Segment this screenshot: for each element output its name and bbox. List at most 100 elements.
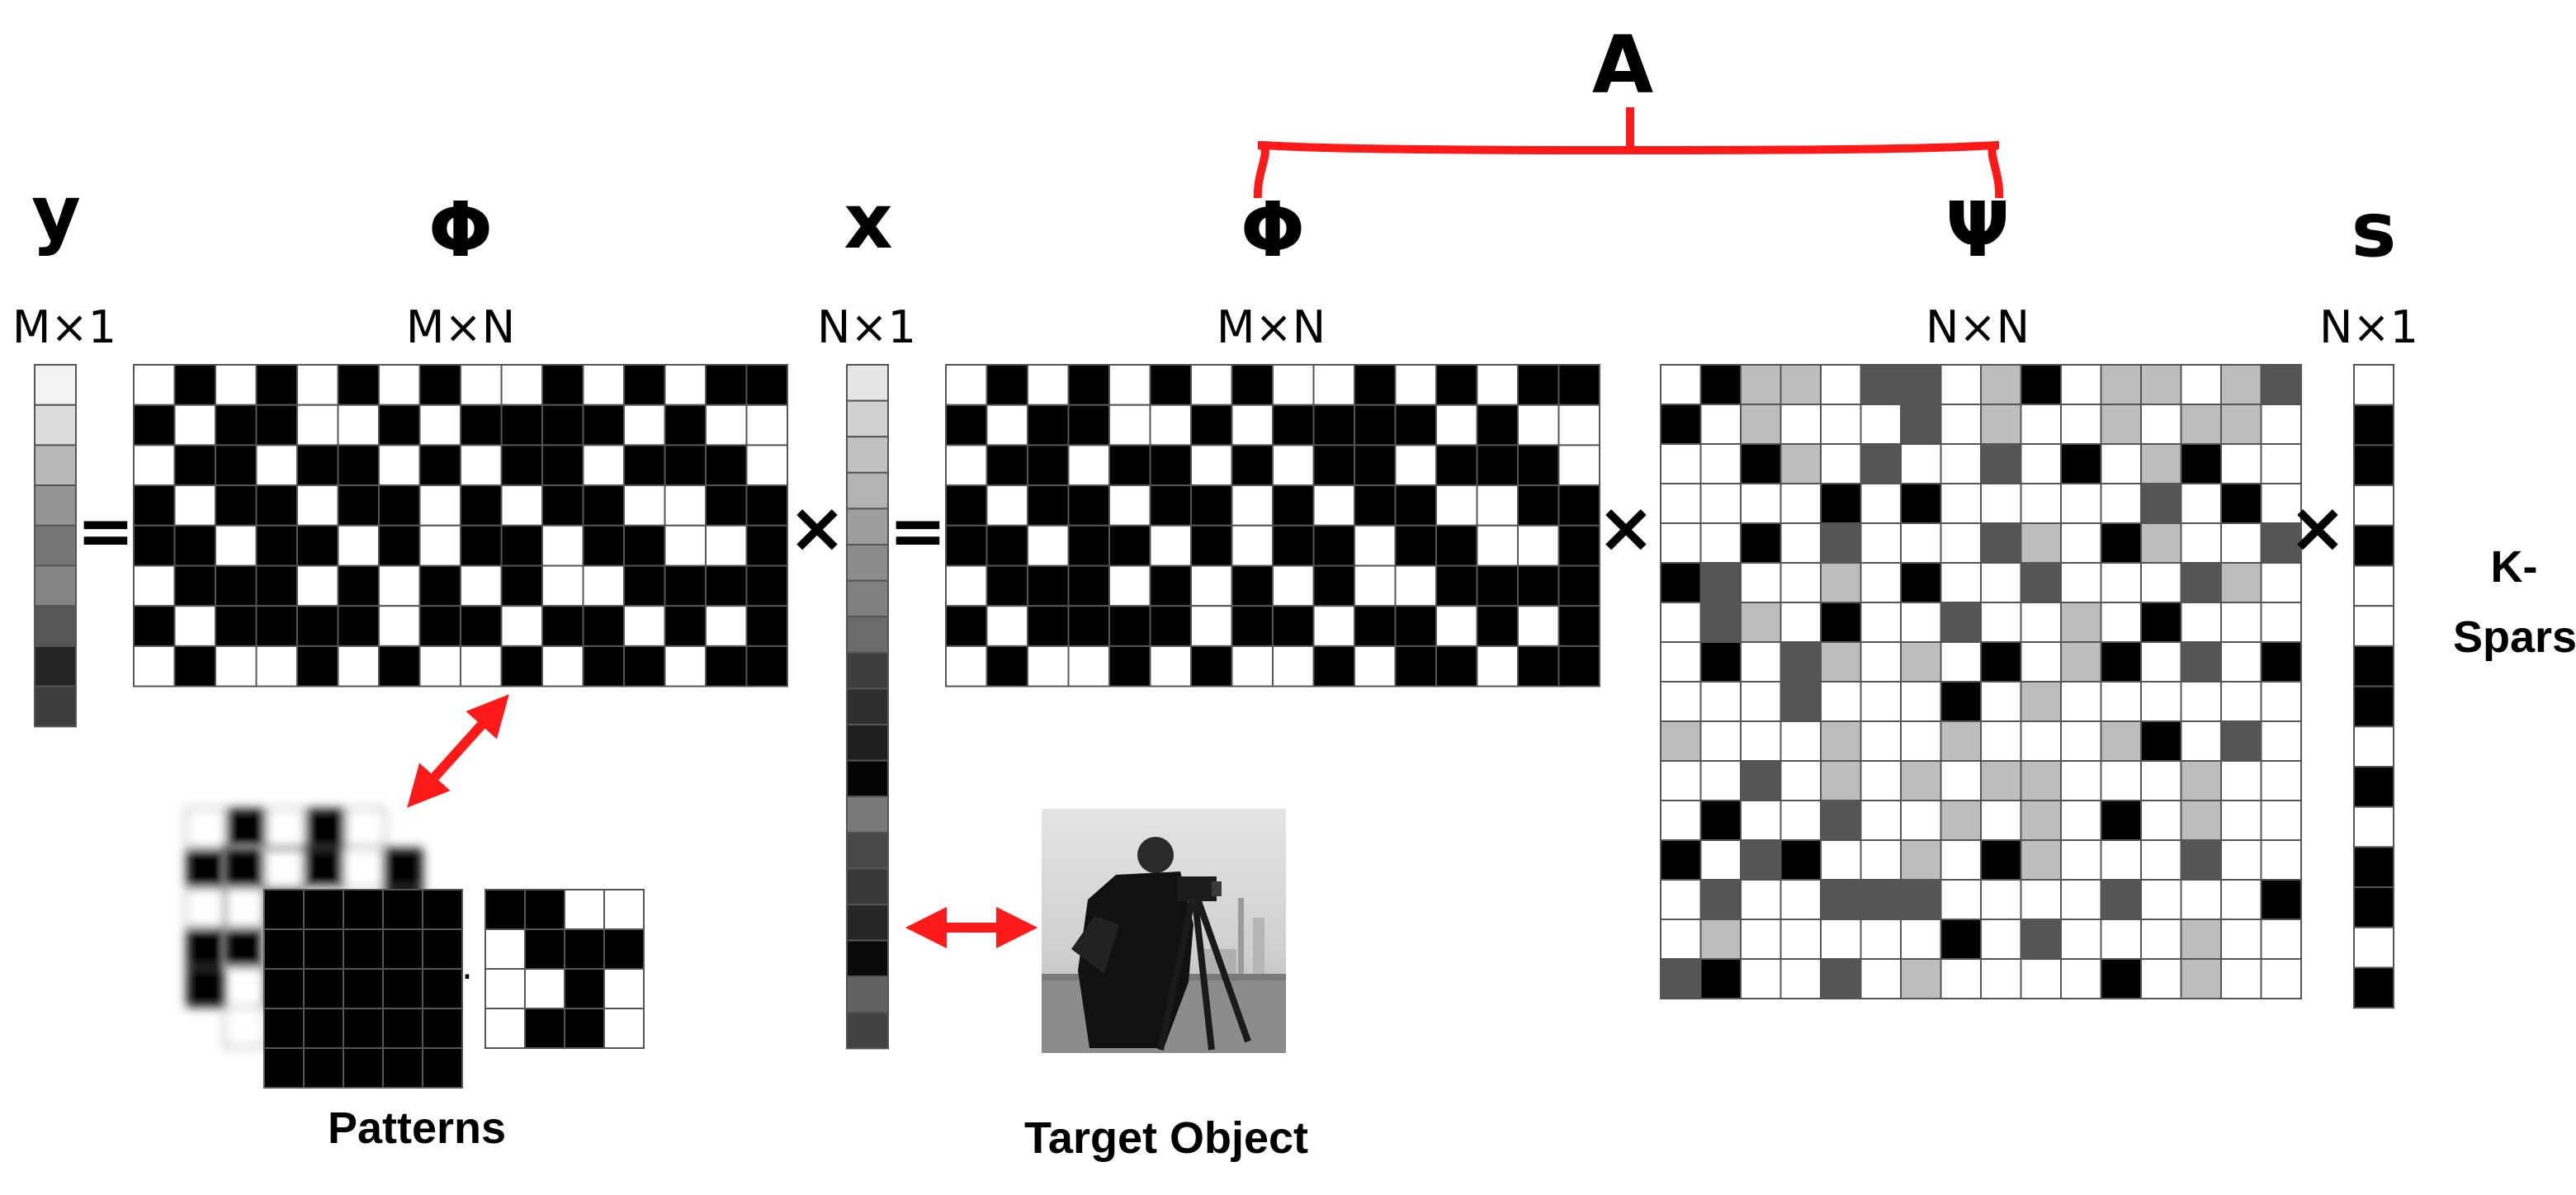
psi-matrix-cell bbox=[2020, 919, 2062, 960]
phi-right-cell bbox=[1272, 524, 1315, 567]
psi-matrix-cell bbox=[1740, 720, 1782, 762]
target-object-image bbox=[1042, 809, 1286, 1053]
phi-right-cell bbox=[1231, 404, 1274, 446]
psi-matrix-cell bbox=[2060, 681, 2102, 722]
phi-right-cell bbox=[1027, 484, 1070, 527]
phi-right-cell bbox=[1067, 404, 1110, 446]
psi-matrix-cell bbox=[2020, 522, 2062, 564]
psi-matrix-cell bbox=[1780, 483, 1822, 524]
psi-matrix-cell bbox=[2140, 522, 2182, 564]
psi-matrix-cell bbox=[1860, 443, 1902, 484]
phi-left-cell bbox=[705, 484, 748, 527]
y-vector-cell bbox=[34, 364, 77, 406]
psi-matrix-cell bbox=[2100, 562, 2142, 603]
psi-matrix-cell bbox=[1900, 800, 1942, 841]
phi-left-cell bbox=[215, 645, 258, 687]
phi-left-cell bbox=[705, 404, 748, 446]
patterns-caption: Patterns bbox=[328, 1103, 506, 1153]
psi-matrix-cell bbox=[1980, 879, 2022, 920]
phi-left-cell bbox=[541, 564, 584, 607]
psi-matrix-cell bbox=[1980, 800, 2022, 841]
phi-right-cell bbox=[1394, 404, 1437, 446]
psi-matrix-cell bbox=[1699, 958, 1742, 999]
phi-left-cell bbox=[337, 364, 380, 406]
psi-matrix-cell bbox=[1740, 879, 1782, 920]
phi-right-cell bbox=[1149, 564, 1192, 607]
psi-matrix-cell bbox=[2260, 839, 2302, 881]
psi-matrix-cell bbox=[2020, 681, 2062, 722]
pattern-cell bbox=[422, 1008, 463, 1049]
phi-right-cell bbox=[1190, 444, 1233, 487]
psi-matrix-cell bbox=[2260, 958, 2302, 999]
phi-left-cell bbox=[460, 524, 503, 567]
phi-left-cell bbox=[745, 524, 788, 567]
phi-right-cell bbox=[1312, 605, 1355, 647]
phi-right-cell bbox=[1027, 564, 1070, 607]
phi-right-cell bbox=[1312, 524, 1355, 567]
phi-right-cell bbox=[1476, 524, 1519, 567]
pattern-cell bbox=[484, 1008, 526, 1049]
psi-matrix-cell bbox=[1940, 839, 1982, 881]
phi-right-cell bbox=[1435, 605, 1478, 647]
phi-right-cell bbox=[1557, 484, 1600, 527]
psi-matrix-cell bbox=[2060, 879, 2102, 920]
s-vector-cell bbox=[2353, 766, 2394, 808]
phi-right-cell bbox=[1027, 605, 1070, 647]
phi-dimension-right: M×N bbox=[1217, 301, 1326, 353]
s-vector-cell bbox=[2353, 564, 2394, 607]
psi-matrix-cell bbox=[1660, 919, 1702, 960]
pattern-cell bbox=[382, 848, 423, 889]
phi-left-cell bbox=[460, 605, 503, 647]
phi-left-cell bbox=[623, 645, 666, 687]
pattern-cell bbox=[382, 928, 423, 970]
psi-matrix-cell bbox=[2260, 800, 2302, 841]
phi-right-cell bbox=[1272, 364, 1315, 406]
phi-left-cell bbox=[500, 524, 543, 567]
phi-right-cell bbox=[1149, 605, 1192, 647]
phi-right-cell bbox=[985, 364, 1028, 406]
pattern-cell bbox=[303, 968, 344, 1009]
psi-matrix-cell bbox=[1740, 483, 1782, 524]
psi-matrix-cell bbox=[2100, 483, 2142, 524]
phi-right-cell bbox=[1476, 645, 1519, 687]
phi-left-cell bbox=[378, 605, 421, 647]
psi-matrix-cell bbox=[1940, 364, 1982, 405]
phi-right-cell bbox=[1354, 564, 1397, 607]
s-vector bbox=[2353, 364, 2394, 1009]
psi-matrix-cell bbox=[2180, 602, 2222, 643]
phi-left-cell bbox=[664, 564, 707, 607]
phi-left-cell bbox=[418, 484, 461, 527]
phi-right-cell bbox=[1067, 484, 1110, 527]
phi-right-cell bbox=[1231, 484, 1274, 527]
times-sign-3: × bbox=[2289, 487, 2347, 568]
pattern-cell bbox=[305, 808, 346, 849]
psi-matrix-cell bbox=[1860, 404, 1902, 445]
phi-left-cell bbox=[541, 444, 584, 487]
psi-matrix-cell bbox=[2020, 562, 2062, 603]
phi-right-cell bbox=[1312, 444, 1355, 487]
psi-matrix-cell bbox=[1740, 919, 1782, 960]
psi-matrix-cell bbox=[1699, 839, 1742, 881]
pattern-cell bbox=[382, 1008, 423, 1049]
psi-matrix-cell bbox=[1740, 760, 1782, 801]
phi-right-cell bbox=[1027, 364, 1070, 406]
phi-left-cell bbox=[582, 645, 625, 687]
psi-matrix-cell bbox=[2140, 562, 2182, 603]
psi-matrix-cell bbox=[2020, 364, 2062, 405]
x-vector-cell bbox=[846, 939, 889, 978]
psi-matrix-cell bbox=[1660, 839, 1702, 881]
phi-left-cell bbox=[296, 404, 339, 446]
psi-matrix-cell bbox=[1940, 562, 1982, 603]
pattern-cell bbox=[564, 968, 605, 1009]
psi-matrix-cell bbox=[2100, 839, 2142, 881]
phi-right-cell bbox=[1108, 404, 1151, 446]
phi-left-cell bbox=[173, 484, 216, 527]
psi-matrix-cell bbox=[1660, 602, 1702, 643]
psi-matrix-cell bbox=[1780, 641, 1822, 683]
phi-right-cell bbox=[1149, 444, 1192, 487]
psi-matrix-cell bbox=[2060, 839, 2102, 881]
psi-matrix-cell bbox=[1980, 522, 2022, 564]
psi-matrix-cell bbox=[1940, 404, 1982, 445]
phi-left-cell bbox=[337, 444, 380, 487]
phi-left-cell bbox=[215, 404, 258, 446]
